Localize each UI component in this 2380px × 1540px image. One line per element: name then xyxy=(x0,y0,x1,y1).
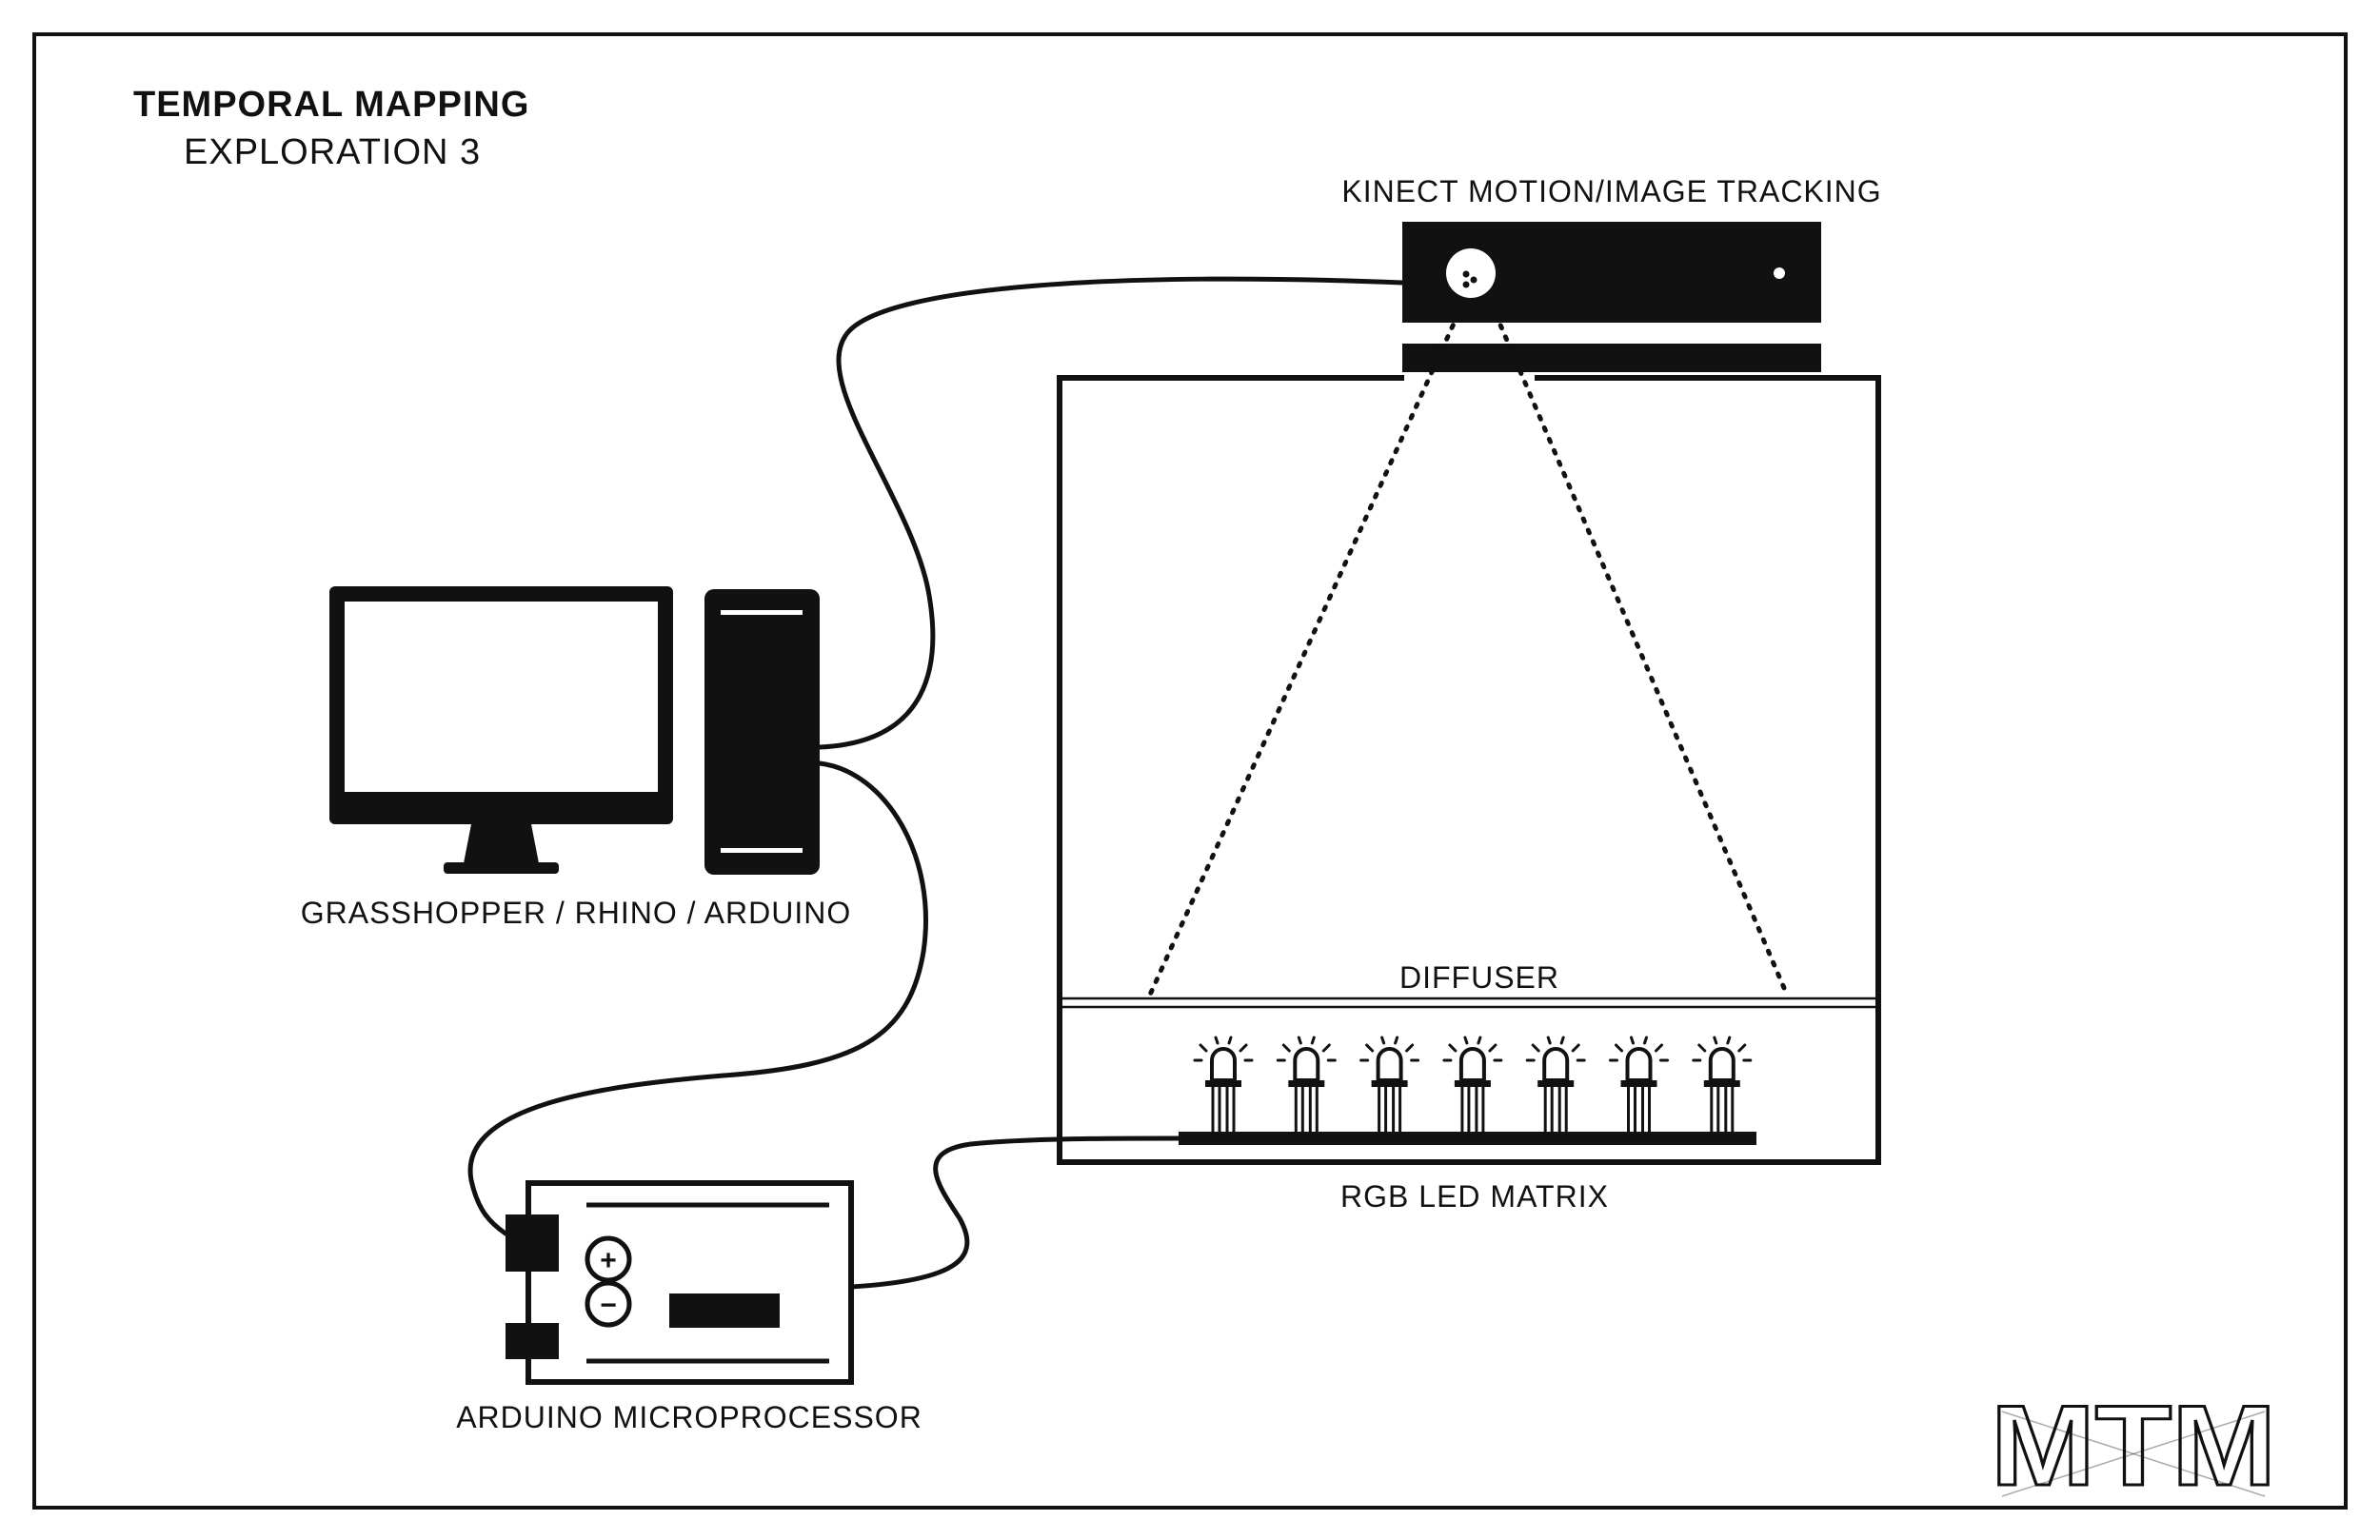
cable-arduino-to-led xyxy=(848,1135,1181,1290)
cables xyxy=(467,276,1405,1290)
cable-computer-to-arduino xyxy=(467,760,928,1236)
diagram-title: TEMPORAL MAPPING xyxy=(133,85,529,125)
plus-icon: + xyxy=(600,1245,617,1276)
kinect-label: KINECT MOTION/IMAGE TRACKING xyxy=(1341,174,1881,208)
cable-kinect-to-computer xyxy=(817,276,1405,750)
led-strip-bar xyxy=(1179,1132,1756,1145)
minus-icon: − xyxy=(600,1290,617,1321)
diffuser-panel xyxy=(1062,997,1875,1009)
led-matrix-label: RGB LED MATRIX xyxy=(1340,1179,1609,1214)
tracking-field-of-view xyxy=(1147,300,1790,997)
led-bulb-icon xyxy=(1609,1036,1669,1133)
diffuser-label: DIFFUSER xyxy=(1399,960,1559,995)
computer-tower-icon xyxy=(704,589,820,875)
led-bulb-icon xyxy=(1276,1036,1337,1133)
kinect-sensor-icon xyxy=(1402,222,1821,372)
enclosure-box xyxy=(1057,375,1881,1165)
computer-label: GRASSHOPPER / RHINO / ARDUINO xyxy=(301,896,851,930)
led-bulb-icon xyxy=(1359,1036,1420,1133)
arduino-board-icon xyxy=(506,1180,854,1385)
led-bulb-icon xyxy=(1692,1036,1753,1133)
arduino-label: ARDUINO MICROPROCESSOR xyxy=(456,1400,922,1434)
led-bulb-icon xyxy=(1442,1036,1503,1133)
mtm-logo: MTM xyxy=(1990,1381,2278,1511)
mtm-logo-text: MTM xyxy=(1991,1382,2276,1510)
led-bulb-icon xyxy=(1525,1036,1586,1133)
led-bulb-icon xyxy=(1193,1036,1254,1133)
monitor-icon xyxy=(329,586,673,874)
diagram-subtitle: EXPLORATION 3 xyxy=(184,132,481,172)
outer-frame xyxy=(32,32,2348,1510)
led-matrix xyxy=(1179,1036,1756,1145)
